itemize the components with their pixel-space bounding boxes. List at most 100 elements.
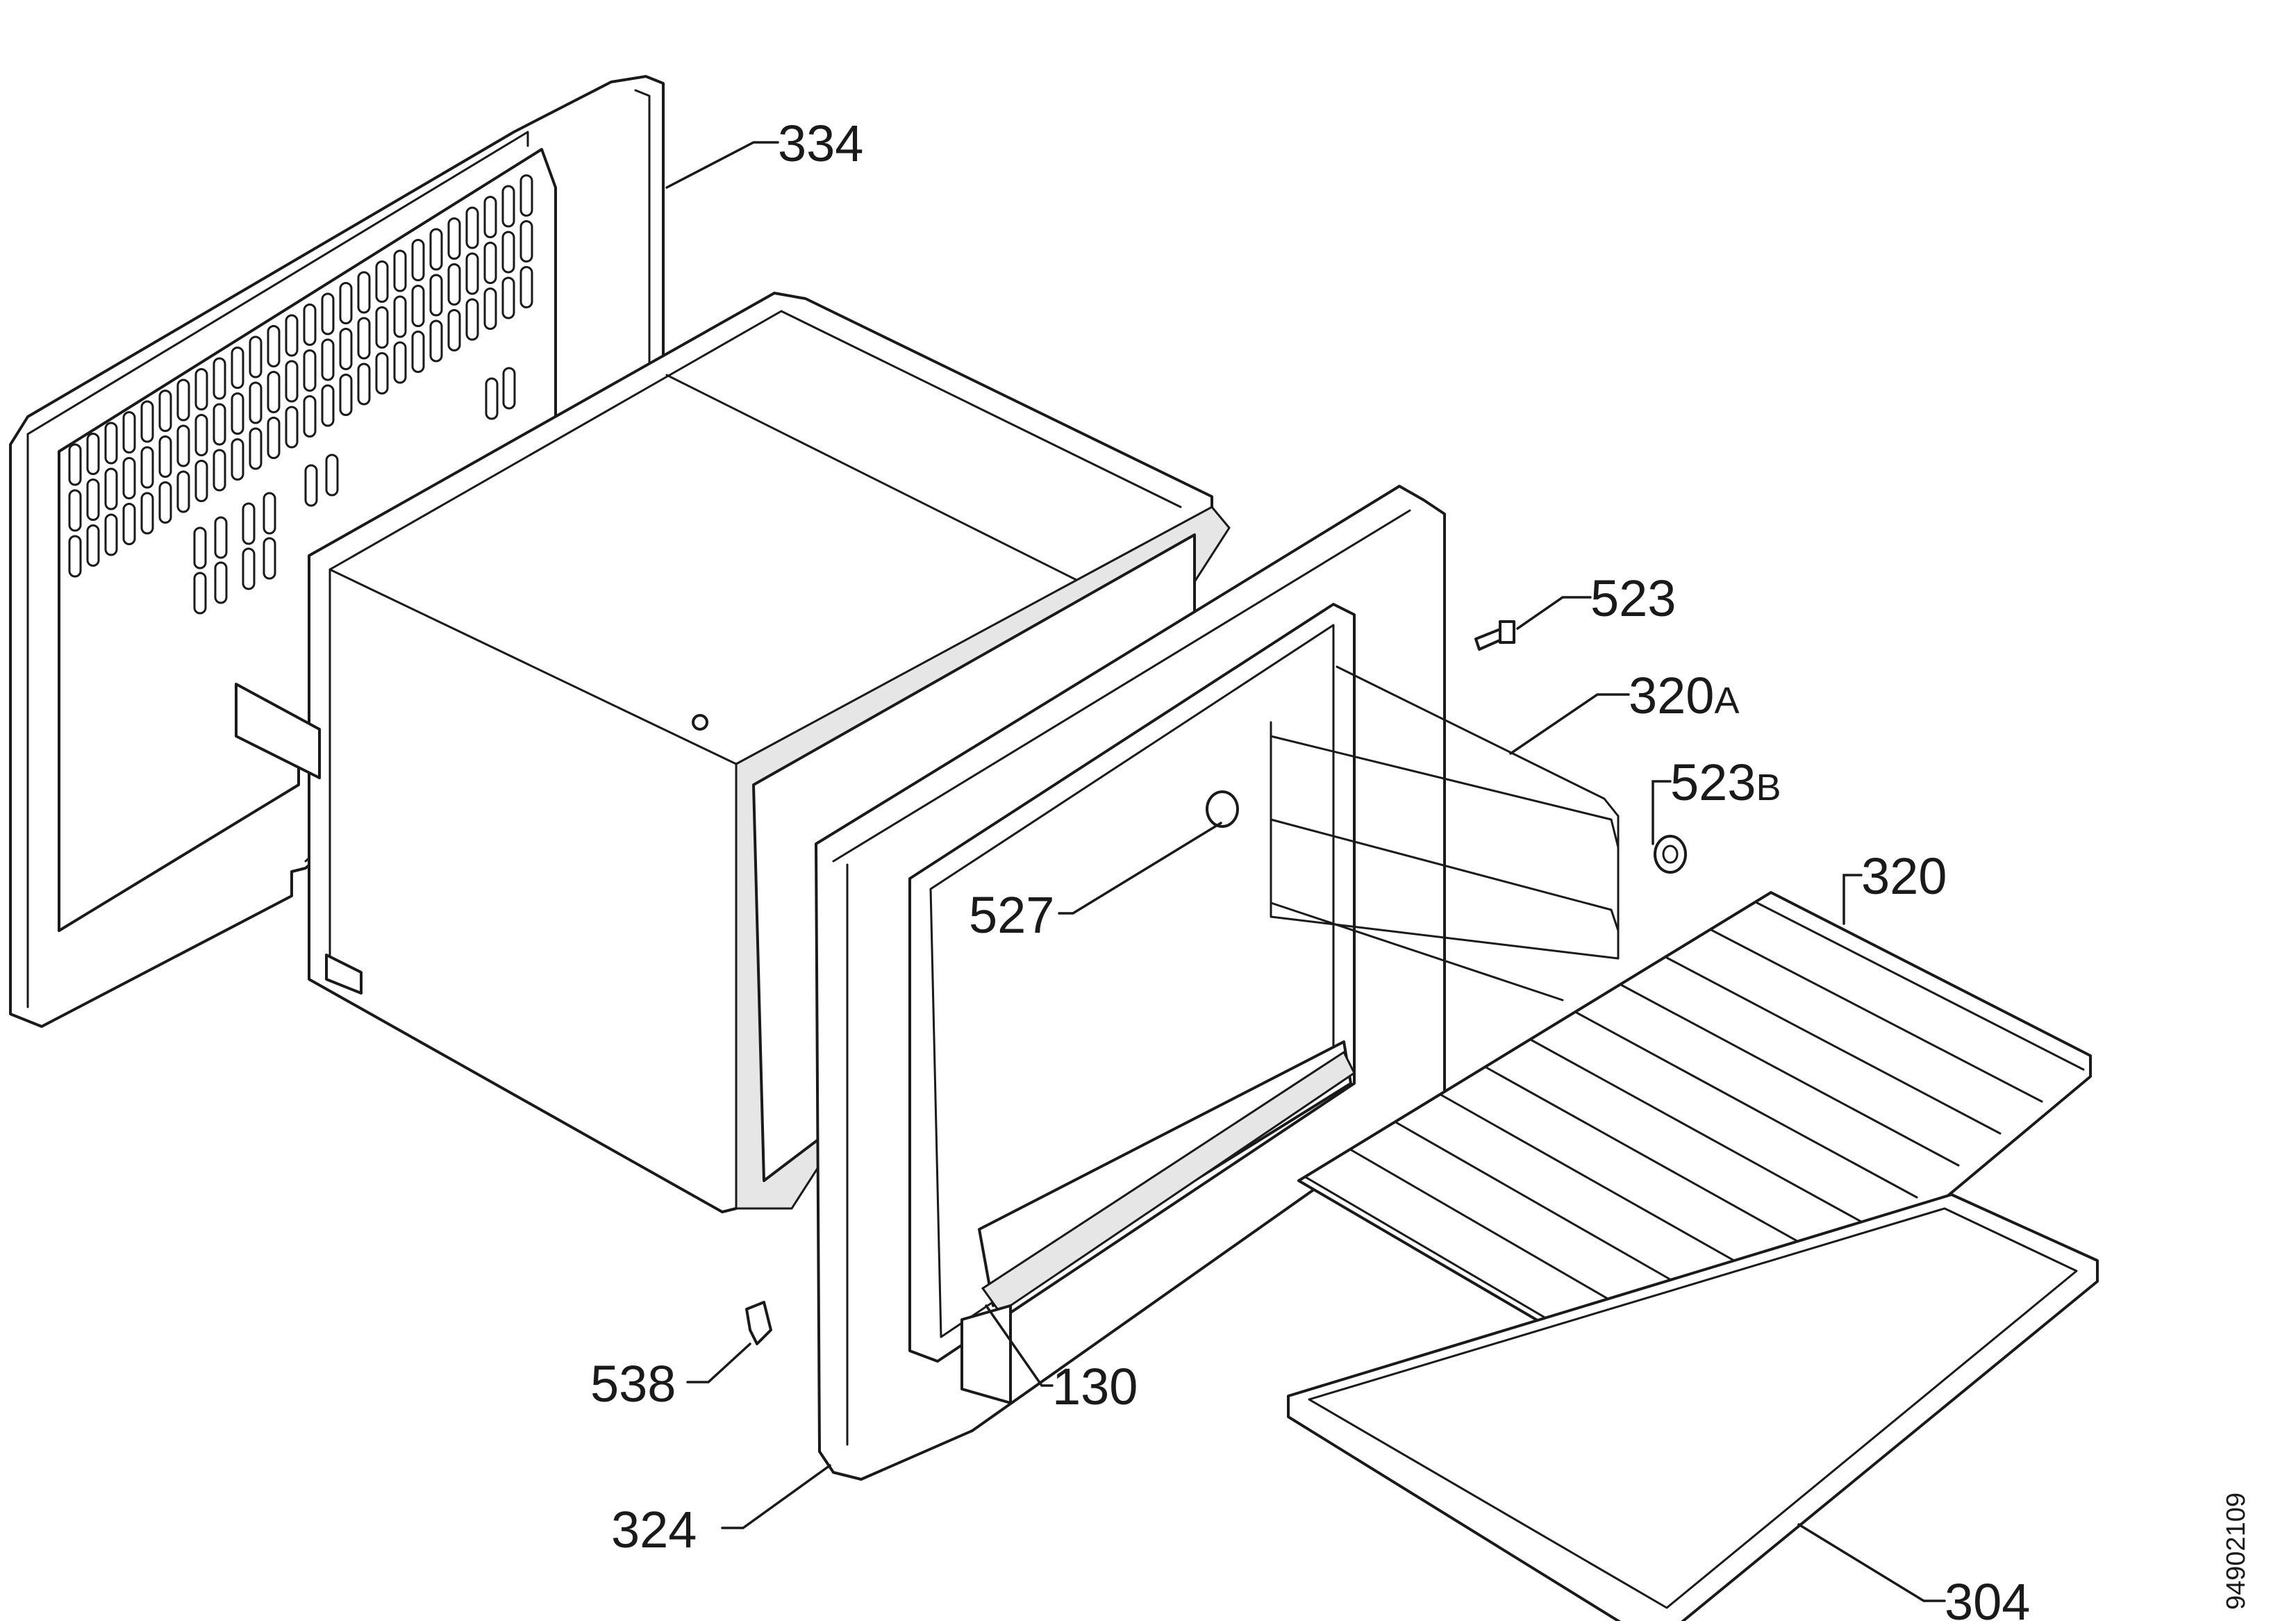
vent-slot xyxy=(411,239,425,281)
vent-slot xyxy=(242,547,256,590)
leader-324 xyxy=(721,1464,831,1529)
callout-320a: 320A xyxy=(1629,667,1740,724)
vent-slot xyxy=(304,464,318,507)
vent-slot xyxy=(519,220,533,263)
vent-slot xyxy=(231,438,244,481)
vent-slot xyxy=(122,503,136,545)
vent-slot xyxy=(194,414,208,456)
vent-slot xyxy=(429,228,443,271)
vent-slot xyxy=(194,368,208,410)
vent-slot xyxy=(519,174,533,217)
vent-slot xyxy=(158,390,172,432)
vent-slot xyxy=(285,314,299,357)
vent-slot xyxy=(502,367,516,410)
vent-slot xyxy=(447,263,461,306)
vent-slot xyxy=(375,260,389,303)
vent-slot xyxy=(465,252,479,295)
callout-523b: 523B xyxy=(1670,754,1781,811)
vent-slot xyxy=(303,395,317,438)
vent-slot xyxy=(429,274,443,317)
vent-slot xyxy=(263,537,276,580)
vent-slot xyxy=(339,282,353,324)
vent-slot xyxy=(140,400,154,443)
vent-slot xyxy=(485,377,499,420)
ventilation-slots xyxy=(68,174,533,615)
vent-slot xyxy=(267,417,281,459)
vent-slot xyxy=(68,535,82,578)
vent-slot xyxy=(86,479,100,521)
vent-slot xyxy=(285,406,299,449)
document-id: 94902109 xyxy=(2222,1493,2251,1610)
vent-slot xyxy=(86,433,100,475)
leader-130 xyxy=(985,1304,1054,1387)
callout-538: 538 xyxy=(590,1355,676,1413)
bush-523b xyxy=(1654,835,1687,874)
vent-slot xyxy=(249,381,263,424)
vent-slot xyxy=(122,411,136,454)
vent-slot xyxy=(193,572,207,615)
callout-324: 324 xyxy=(611,1501,697,1558)
vent-slot xyxy=(104,513,118,556)
callout-320: 320 xyxy=(1861,847,1947,905)
vent-slot xyxy=(321,384,335,427)
shelf-wire xyxy=(1665,956,2002,1135)
vent-slot xyxy=(465,206,479,249)
vent-slot xyxy=(140,492,154,535)
vent-slot xyxy=(68,489,82,532)
vent-slot xyxy=(501,276,515,319)
vent-slot xyxy=(242,502,256,545)
callout-334: 334 xyxy=(778,115,863,172)
front-frame-324 xyxy=(815,485,1446,1481)
vent-slot xyxy=(339,374,353,416)
vent-slot xyxy=(267,325,281,367)
side-rail-320a xyxy=(1270,665,1620,1001)
vent-slot xyxy=(158,481,172,524)
vent-slot xyxy=(263,492,276,535)
leader-538 xyxy=(686,1342,751,1383)
leader-320 xyxy=(1842,874,1863,925)
vent-slot xyxy=(214,516,228,559)
shelf-wire xyxy=(1620,984,1960,1167)
vent-slot xyxy=(393,295,407,338)
callout-130: 130 xyxy=(1052,1358,1138,1415)
knob-527 xyxy=(1206,790,1239,828)
vent-slot xyxy=(429,319,443,363)
vent-slot xyxy=(122,457,136,499)
vent-slot xyxy=(267,371,281,413)
shelf-wire xyxy=(1756,901,2085,1071)
leader-320a xyxy=(1509,693,1630,755)
vent-slot xyxy=(140,446,154,489)
vent-slot xyxy=(375,352,389,394)
vent-slot xyxy=(214,561,228,604)
vent-slot xyxy=(501,231,515,274)
vent-slot xyxy=(357,271,371,314)
vent-slot xyxy=(483,288,497,330)
vent-slot xyxy=(447,309,461,351)
clip-538 xyxy=(745,1301,772,1345)
vent-slot xyxy=(357,317,371,360)
vent-slot xyxy=(68,443,82,486)
shelf-wire xyxy=(1575,1011,1918,1199)
vent-slot xyxy=(393,249,407,292)
leader-527 xyxy=(1058,822,1222,915)
callout-527: 527 xyxy=(969,886,1054,944)
vent-slot xyxy=(339,328,353,370)
vent-slot xyxy=(176,379,190,422)
vent-slot xyxy=(176,424,190,467)
leader-304 xyxy=(1797,1523,1946,1602)
leader-523 xyxy=(1516,596,1592,630)
vent-slot xyxy=(465,298,479,341)
vent-slot xyxy=(303,349,317,392)
vent-slot xyxy=(86,524,100,567)
vent-slot xyxy=(321,292,335,335)
callout-labels: 334 523 320A 523B 320 527 538 130 324 30… xyxy=(590,115,2030,1621)
screw-523 xyxy=(1474,620,1515,651)
vent-slot xyxy=(483,196,497,238)
vent-slot xyxy=(158,435,172,478)
leader-523b xyxy=(1652,780,1672,845)
vent-slot xyxy=(193,526,207,570)
vent-slot xyxy=(375,306,389,349)
vent-slot xyxy=(325,454,339,497)
shelf-wire xyxy=(1530,1039,1877,1231)
